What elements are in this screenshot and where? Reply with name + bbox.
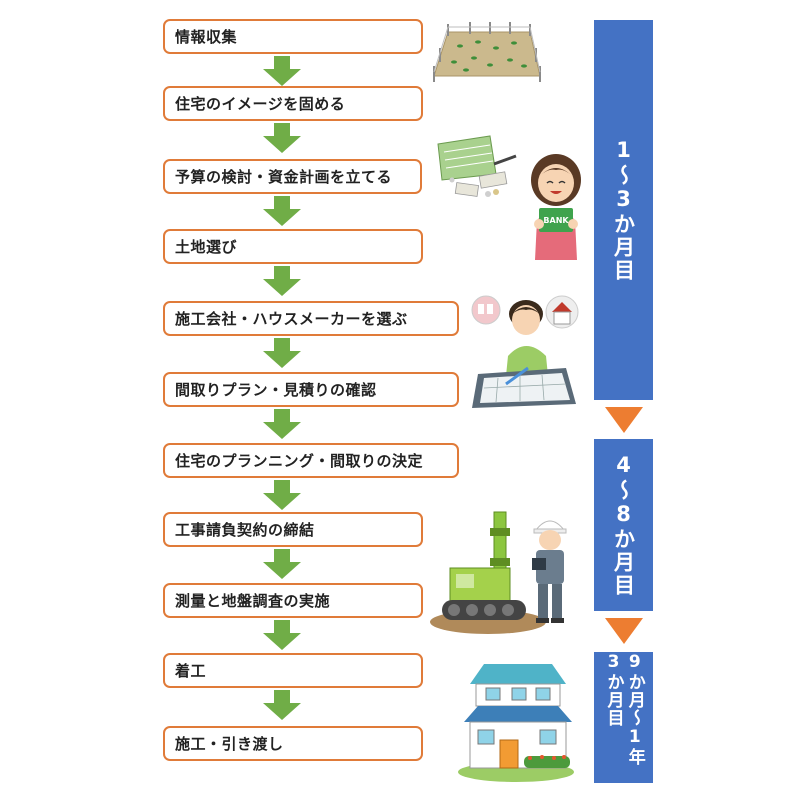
flow-arrow-down-icon	[263, 56, 301, 86]
step-floorplan-estimate: 間取りプラン・見積りの確認	[163, 372, 459, 407]
step-label: 土地選び	[175, 238, 238, 256]
step-label: 施工・引き渡し	[175, 735, 284, 753]
step-construction-handover: 施工・引き渡し	[163, 726, 423, 761]
step-label: 情報収集	[175, 28, 238, 46]
bank-sign-text: BANK	[543, 216, 569, 225]
phase-bar-1: 1〜3か月目	[594, 20, 653, 400]
flow-arrow-down-icon	[263, 123, 301, 153]
step-label: 予算の検討・資金計画を立てる	[175, 168, 393, 186]
phase-bar-3: 9か月〜1年3か月目	[594, 652, 653, 783]
step-label: 住宅のイメージを固める	[175, 95, 346, 113]
step-house-planning: 住宅のプランニング・間取りの決定	[163, 443, 459, 478]
step-info-gathering: 情報収集	[163, 19, 423, 54]
flow-arrow-down-icon	[263, 266, 301, 296]
drilling-machine-illustration	[430, 511, 546, 634]
phase-label: 1〜3か月目	[611, 138, 636, 282]
house-illustration	[458, 664, 574, 782]
step-label: 施工会社・ハウスメーカーを選ぶ	[175, 310, 408, 328]
flow-arrow-down-icon	[263, 620, 301, 650]
step-construction-contract: 工事請負契約の締結	[163, 512, 423, 547]
step-house-image: 住宅のイメージを固める	[163, 86, 423, 121]
phase-label: 9か月〜1年3か月目	[603, 652, 645, 766]
flow-arrow-down-icon	[263, 480, 301, 510]
phase-bar-2: 4〜8か月目	[594, 439, 653, 611]
construction-worker-illustration	[532, 520, 567, 623]
step-groundbreaking: 着工	[163, 653, 423, 688]
flow-arrow-down-icon	[263, 549, 301, 579]
step-budget-planning: 予算の検討・資金計画を立てる	[163, 159, 422, 194]
phase-label: 4〜8か月目	[611, 453, 636, 597]
flow-arrow-down-icon	[263, 690, 301, 720]
step-land-selection: 土地選び	[163, 229, 423, 264]
step-builder-selection: 施工会社・ハウスメーカーを選ぶ	[163, 301, 459, 336]
step-label: 測量と地盤調査の実施	[175, 592, 331, 610]
phase-arrow-down-icon	[605, 407, 643, 433]
architect-planning-illustration	[471, 295, 579, 408]
step-survey: 測量と地盤調査の実施	[163, 583, 423, 618]
step-label: 工事請負契約の締結	[175, 521, 315, 539]
flow-arrow-down-icon	[263, 196, 301, 226]
money-passbook-illustration	[437, 135, 517, 197]
phase-arrow-down-icon	[605, 618, 643, 644]
flow-arrow-down-icon	[263, 409, 301, 439]
step-label: 住宅のプランニング・間取りの決定	[175, 452, 424, 470]
land-plot-illustration	[433, 22, 541, 82]
woman-with-bankbook-illustration: BANK	[531, 154, 581, 260]
flow-arrow-down-icon	[263, 338, 301, 368]
step-label: 着工	[175, 662, 207, 680]
step-label: 間取りプラン・見積りの確認	[175, 381, 377, 399]
